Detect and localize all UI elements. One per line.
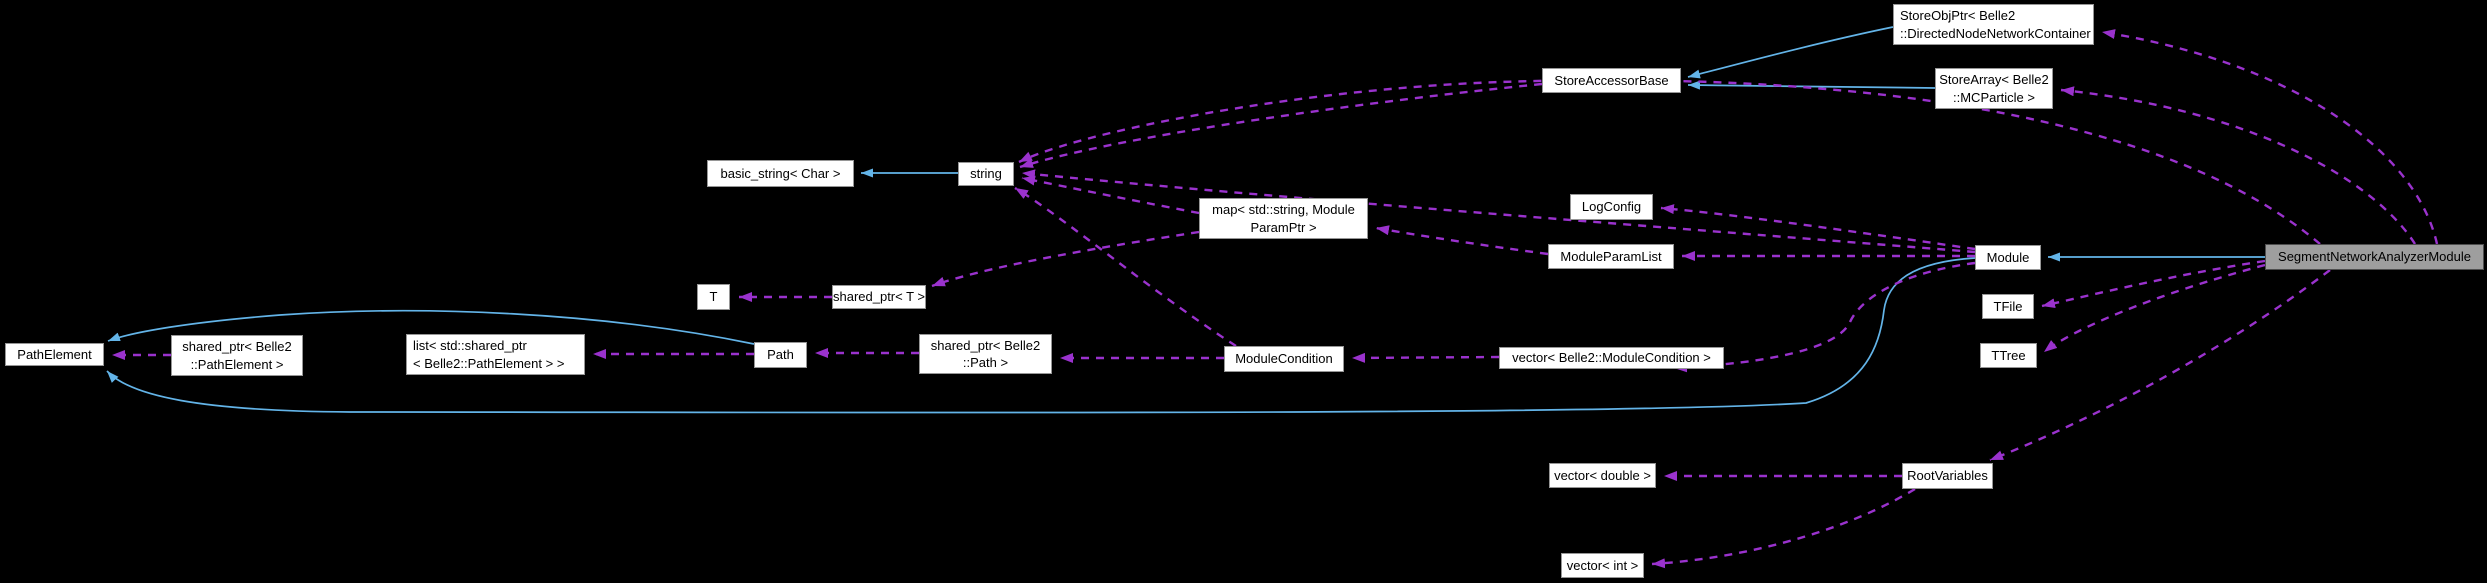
edge-map-to-sharedptrt: [931, 230, 1200, 288]
edge-module-to-vectormodulecondition: [1673, 261, 1976, 373]
node-tfile[interactable]: TFile: [1982, 294, 2034, 319]
node-label-line: PathElement: [17, 346, 92, 362]
node-label-line: < Belle2::PathElement > >: [413, 355, 565, 371]
edge-segment-to-storeobjptr: [2101, 29, 2439, 245]
node-label-line: SegmentNetworkAnalyzerModule: [2278, 249, 2471, 265]
edge-module-to-logconfig: [1660, 204, 1976, 251]
edge-storeaccessorbase-to-string: [1019, 82, 1543, 169]
node-ttree[interactable]: TTree: [1980, 343, 2037, 368]
node-label-line: vector< double >: [1554, 467, 1651, 483]
node-t[interactable]: T: [697, 284, 730, 310]
edge-moduleparamlist-to-map: [1375, 225, 1549, 256]
edge-module-to-string: [1021, 169, 1976, 254]
node-vectorint[interactable]: vector< int >: [1561, 553, 1644, 578]
node-label-line: ::DirectedNodeNetworkContainer >: [1900, 25, 2102, 41]
edge-module-to-pathelement: [106, 257, 1976, 414]
node-label-line: vector< Belle2::ModuleCondition >: [1512, 350, 1711, 366]
node-label-line: map< std::string, Module: [1212, 202, 1355, 218]
node-label-line: StoreObjPtr< Belle2: [1900, 8, 2016, 24]
node-moduleparamlist[interactable]: ModuleParamList: [1548, 244, 1674, 269]
node-storearray[interactable]: StoreArray< Belle2::MCParticle >: [1935, 68, 2053, 109]
node-label-line: vector< int >: [1566, 557, 1639, 573]
edge-path-to-pathelement: [107, 309, 755, 345]
edge-rootvariables-to-vectorint: [1651, 487, 1916, 569]
node-label-line: Path: [767, 347, 794, 363]
node-label-line: ModuleCondition: [1235, 351, 1333, 367]
edge-segment-to-storearray: [2060, 86, 2417, 245]
node-rootvariables[interactable]: RootVariables: [1902, 463, 1993, 489]
node-logconfig[interactable]: LogConfig: [1570, 194, 1653, 220]
node-vectormodulecondition[interactable]: vector< Belle2::ModuleCondition >: [1499, 347, 1724, 369]
node-sharedptrt[interactable]: shared_ptr< T >: [832, 285, 926, 309]
node-path[interactable]: Path: [754, 342, 807, 368]
edge-modulecondition-to-string: [1014, 186, 1237, 348]
node-listsharedptr[interactable]: list< std::shared_ptr< Belle2::PathEleme…: [406, 334, 585, 375]
node-string[interactable]: string: [958, 162, 1014, 186]
node-label-line: shared_ptr< Belle2: [182, 339, 292, 355]
edge-map-to-string: [1021, 175, 1200, 215]
node-label-line: shared_ptr< T >: [832, 289, 926, 305]
edges-group: [106, 26, 2439, 569]
node-sharedptrpath[interactable]: shared_ptr< Belle2::Path >: [919, 334, 1052, 374]
node-pathelement[interactable]: PathElement: [5, 343, 104, 366]
node-vectordouble[interactable]: vector< double >: [1549, 463, 1656, 488]
node-basicstring[interactable]: basic_string< Char >: [707, 160, 854, 187]
node-label-line: StoreAccessorBase: [1554, 72, 1669, 88]
edge-segment-to-ttree: [2043, 263, 2266, 353]
node-label-line: string: [970, 166, 1002, 182]
node-label-line: LogConfig: [1581, 199, 1642, 215]
node-label-line: StoreArray< Belle2: [1939, 72, 2049, 88]
node-label-line: basic_string< Char >: [720, 165, 841, 181]
edge-storeobjptr-to-storeaccessorbase: [1687, 26, 1894, 79]
node-label-line: ParamPtr >: [1250, 219, 1317, 235]
node-segment: SegmentNetworkAnalyzerModule: [2265, 244, 2484, 270]
node-label-line: ::MCParticle >: [1953, 89, 2035, 105]
node-label-line: TTree: [1991, 347, 2026, 363]
node-modulecondition[interactable]: ModuleCondition: [1224, 346, 1344, 372]
edge-segment-to-tfile: [2041, 259, 2266, 309]
node-label-line: ::PathElement >: [190, 356, 284, 372]
node-label-line: list< std::shared_ptr: [413, 338, 527, 354]
node-label-line: RootVariables: [1907, 468, 1988, 484]
node-label-line: shared_ptr< Belle2: [930, 337, 1041, 353]
edge-storearray-to-storeaccessorbase: [1687, 80, 1936, 90]
node-module[interactable]: Module: [1975, 245, 2041, 270]
node-storeaccessorbase[interactable]: StoreAccessorBase: [1542, 68, 1681, 93]
node-label-line: Module: [1986, 249, 2030, 265]
node-label-line: ModuleParamList: [1560, 248, 1662, 264]
node-sharedptrpathelement[interactable]: shared_ptr< Belle2::PathElement >: [171, 335, 303, 376]
node-label-line: ::Path >: [962, 355, 1009, 370]
edge-vectormodulecondition-to-modulecondition: [1351, 352, 1500, 363]
node-label-line: T: [709, 289, 718, 305]
node-storeobjptr[interactable]: StoreObjPtr< Belle2::DirectedNodeNetwork…: [1893, 4, 2102, 45]
node-label-line: TFile: [1993, 298, 2023, 314]
